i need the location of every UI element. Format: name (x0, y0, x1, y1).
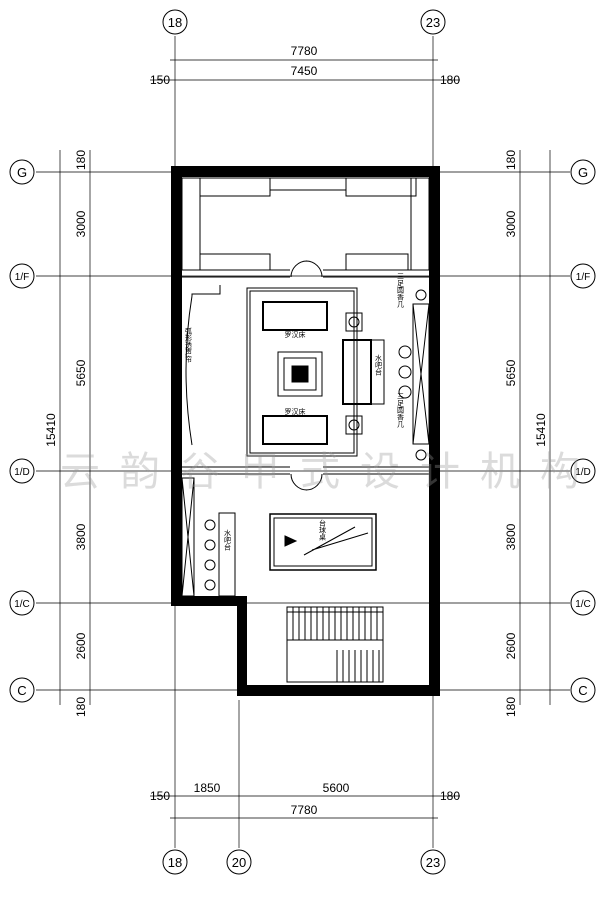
axis-label: 1/C (14, 599, 30, 610)
watermark: 云韵谷甲式设计机构 (60, 449, 580, 495)
dim-bottom-right: 180 (440, 789, 460, 803)
grid-lines (36, 36, 570, 848)
dim-side-total: 15410 (534, 413, 548, 447)
label-luohan-bed: 罗汉床 (285, 407, 306, 416)
axis-label: 1/C (575, 599, 591, 610)
axis-label: G (17, 165, 27, 180)
dim-side: 3800 (74, 523, 88, 550)
label-incense-table: 三足圆香几 (397, 273, 405, 309)
exterior-walls (171, 166, 440, 696)
axis-label: 23 (426, 15, 440, 30)
dim-side: 3000 (74, 210, 88, 237)
axis-label: C (578, 683, 587, 698)
axis-label: 1/D (575, 467, 591, 478)
dim-side: 5650 (74, 359, 88, 386)
interior-walls (181, 177, 430, 683)
dim-side: 180 (504, 697, 518, 717)
dim-bottom-a: 1850 (194, 781, 221, 795)
dim-top-right: 180 (440, 73, 460, 87)
axis-label: 1/F (15, 272, 29, 283)
label-luohan-bed: 罗汉床 (285, 330, 306, 339)
label-incense-table: 三足圆香几 (397, 393, 405, 429)
axis-label: 18 (168, 855, 182, 870)
dim-top-left: 150 (150, 73, 170, 87)
dim-side: 3000 (504, 210, 518, 237)
axis-label: 23 (426, 855, 440, 870)
axis-label: C (17, 683, 26, 698)
axis-label: 18 (168, 15, 182, 30)
dim-top-total: 7780 (291, 44, 318, 58)
dim-side: 2600 (504, 632, 518, 659)
dim-side: 180 (504, 150, 518, 170)
label-water-bar: 水吧台 (224, 529, 232, 552)
axis-label: 1/F (576, 272, 590, 283)
dim-side-total: 15410 (44, 413, 58, 447)
label-curtain: 弧形透声帘 (185, 327, 193, 364)
dim-side: 5650 (504, 359, 518, 386)
dim-side: 3800 (504, 523, 518, 550)
label-billiard: 台球桌 (319, 519, 327, 542)
axis-bubbles (9, 9, 596, 875)
dim-bottom-left: 150 (150, 789, 170, 803)
dim-top-mid: 7450 (291, 64, 318, 78)
axis-label: 1/D (14, 467, 30, 478)
dim-side: 180 (74, 150, 88, 170)
label-water-bar: 水吧台 (375, 354, 383, 377)
dim-side: 180 (74, 697, 88, 717)
dim-bottom-b: 5600 (323, 781, 350, 795)
axis-label: G (578, 165, 588, 180)
dim-bottom-total: 7780 (291, 803, 318, 817)
dim-side: 2600 (74, 632, 88, 659)
axis-label: 20 (232, 855, 246, 870)
